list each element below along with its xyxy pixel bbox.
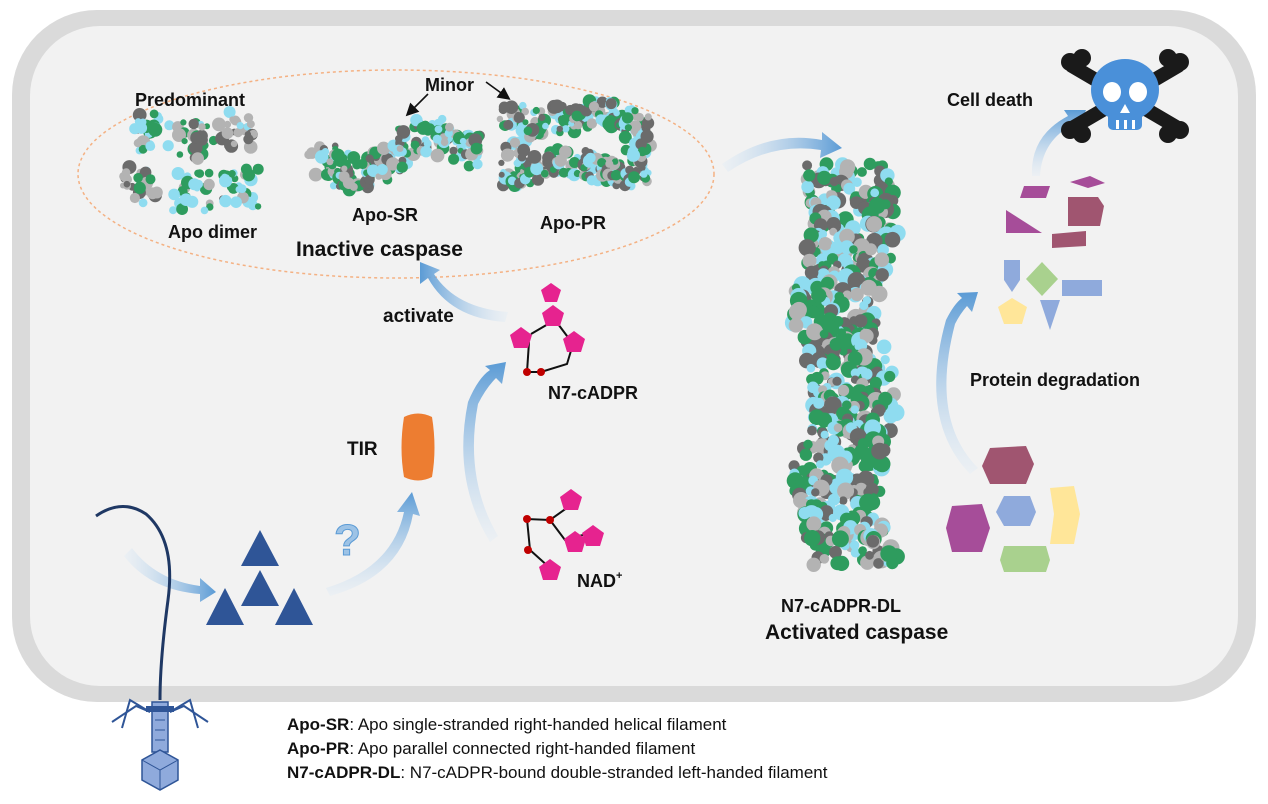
tir-protein [401, 413, 435, 481]
n7-cadpr-dl-label: N7-cADPR-DL [781, 596, 901, 616]
minor-label: Minor [425, 75, 474, 95]
to-filament-arrow [722, 132, 842, 172]
legend-row-apo-sr: Apo-SR: Apo single-stranded right-handed… [287, 715, 727, 734]
trigger-to-tir-arrow [326, 492, 420, 596]
n7-cadpr-label: N7-cADPR [548, 383, 638, 403]
intact-proteins [946, 446, 1080, 572]
protein-degradation-label: Protein degradation [970, 370, 1140, 390]
apo-pr-filament [496, 94, 657, 192]
skull-crossbones-icon [1061, 49, 1189, 143]
apo-dimer-label: Apo dimer [168, 222, 257, 242]
to-degradation-arrow [936, 292, 978, 474]
n7-cadpr-molecule [510, 283, 585, 376]
apo-sr-filament [304, 113, 485, 197]
legend-row-apo-pr: Apo-PR: Apo parallel connected right-han… [287, 739, 696, 758]
cell-interior [30, 26, 1238, 686]
apo-sr-label: Apo-SR [352, 205, 418, 225]
inactive-caspase-region [77, 69, 715, 279]
phage-trigger-triangles [206, 530, 313, 625]
n7-cadpr-dl-filament [784, 157, 906, 572]
activate-label: activate [383, 306, 454, 327]
inactive-caspase-label: Inactive caspase [296, 238, 463, 261]
activate-arrow [420, 262, 508, 322]
nad-molecule [523, 489, 604, 580]
nad-label: NAD+ [577, 570, 622, 591]
activated-caspase-label: Activated caspase [765, 621, 948, 644]
abbreviation-legend: Apo-SR: Apo single-stranded right-handed… [287, 713, 1047, 785]
apo-pr-label: Apo-PR [540, 213, 606, 233]
tir-label: TIR [347, 439, 378, 460]
cell-death-label: Cell death [947, 90, 1033, 110]
minor-arrow-left [405, 93, 429, 117]
degraded-fragments [998, 176, 1105, 330]
predominant-label: Predominant [135, 90, 245, 110]
question-mark: ? [334, 516, 361, 565]
nad-to-n7-arrow [463, 362, 506, 542]
legend-row-n7-cadpr-dl: N7-cADPR-DL: N7-cADPR-bound double-stran… [287, 763, 828, 782]
apo-dimer-cluster [119, 106, 264, 216]
minor-arrow-right [485, 81, 511, 100]
phage-to-trigger-arrow [124, 548, 216, 602]
bacteriophage-icon [95, 505, 209, 791]
